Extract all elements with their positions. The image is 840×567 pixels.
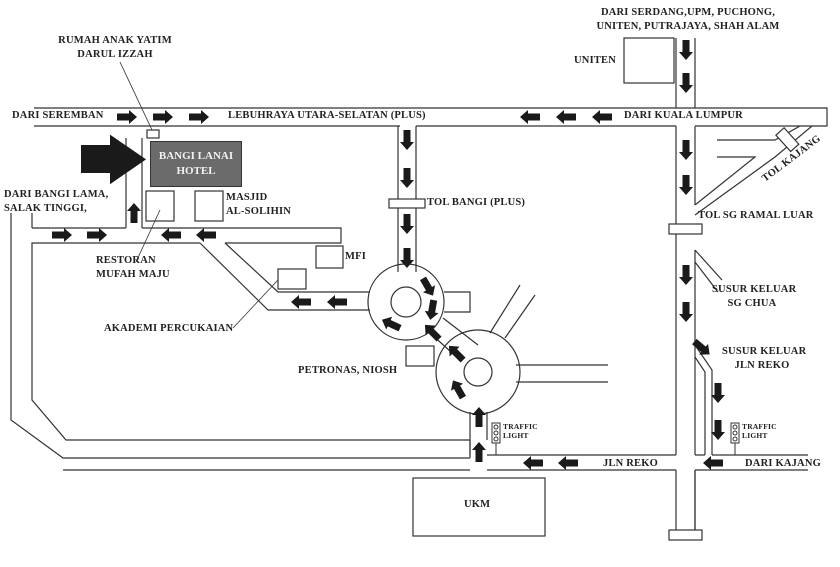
label-traffic-light-2-line2: LIGHT [742, 431, 768, 440]
buildings [145, 37, 800, 541]
arrow-up-icon [472, 407, 486, 427]
label-masjid-line2: AL-SOLIHIN [226, 206, 292, 217]
label-traffic-light-1-line1: TRAFFIC [503, 422, 538, 431]
label-traffic-light-1: TRAFFIC LIGHT [503, 422, 538, 440]
label-akademi-percukaian: AKADEMI PERCUKAIAN [104, 323, 234, 334]
label-petronas-niosh: PETRONAS, NIOSH [298, 365, 398, 376]
label-masjid: MASJID AL-SOLIHIN [226, 191, 291, 219]
label-uniten: UNITEN [574, 55, 617, 66]
arrow-right-icon [117, 110, 137, 124]
arrow-down-icon [400, 130, 414, 150]
arrow-down-icon [679, 302, 693, 322]
label-dari-bangi-lama-line1: DARI BANGI LAMA, [4, 189, 109, 200]
pointer-lines [119, 61, 279, 329]
arrow-down-icon [400, 214, 414, 234]
hotel-pointer-arrow-icon [81, 134, 146, 185]
label-rumah-anak-yatim: RUMAH ANAK YATIM DARUL IZZAH [55, 34, 175, 62]
label-susur-keluar-jln-reko: SUSUR KELUAR JLN REKO [722, 345, 807, 373]
roads [10, 38, 828, 540]
arrow-left-icon [161, 228, 181, 242]
arrow-left-icon [327, 295, 347, 309]
label-rumah-anak-yatim-line1: RUMAH ANAK YATIM [58, 35, 172, 46]
arrow-down-icon [679, 175, 693, 195]
label-susur-jln-reko-line1: SUSUR KELUAR [722, 346, 807, 357]
label-restoran-line2: MUFAH MAJU [96, 269, 170, 280]
masjid-building [194, 190, 224, 222]
label-traffic-light-1-line2: LIGHT [503, 431, 529, 440]
label-dari-kuala-lumpur: DARI KUALA LUMPUR [624, 110, 743, 121]
arrow-left-icon [523, 456, 543, 470]
arrow-right-icon [153, 110, 173, 124]
label-dari-bangi-lama-line2: SALAK TINGGI, [4, 203, 87, 214]
arrow-left-icon [556, 110, 576, 124]
arrow-down-icon [711, 420, 725, 440]
arrow-right-icon [189, 110, 209, 124]
arrow-left-icon [196, 228, 216, 242]
label-tol-sg-ramal-luar: TOL SG RAMAL LUAR [698, 210, 814, 221]
arrow-down-icon [711, 383, 725, 403]
restoran-building [145, 190, 175, 222]
arrow-down-icon [679, 73, 693, 93]
arrow-up-icon [127, 203, 141, 223]
arrow-down-icon [679, 40, 693, 60]
traffic-light-icon [491, 422, 501, 455]
label-dari-seremban: DARI SEREMBAN [12, 110, 104, 121]
label-dari-kajang: DARI KAJANG [745, 458, 821, 469]
tol-sg-ramal-booth [668, 223, 703, 235]
right-vertical-road [675, 38, 696, 108]
ukm-building [412, 477, 546, 537]
arrow-left-icon [703, 456, 723, 470]
petronas-building [405, 345, 435, 367]
label-susur-keluar-sg-chua: SUSUR KELUAR SG CHUA [712, 283, 797, 311]
arrow-left-icon [520, 110, 540, 124]
mfi-building [315, 245, 344, 269]
arrow-diag-icon [443, 340, 469, 366]
label-traffic-light-2-line1: TRAFFIC [742, 422, 777, 431]
rumah-anak-yatim-building [146, 129, 160, 139]
arrow-down-icon [679, 265, 693, 285]
label-masjid-line1: MASJID [226, 192, 268, 203]
label-dari-serdang: DARI SERDANG,UPM, PUCHONG, UNITEN, PUTRA… [588, 6, 788, 34]
hotel-name-line2: HOTEL [176, 165, 216, 177]
tol-bangi-booth [388, 198, 426, 209]
label-dari-bangi-lama: DARI BANGI LAMA, SALAK TINGGI, [4, 188, 108, 216]
arrow-right-icon [52, 228, 72, 242]
akademi-building [277, 268, 307, 290]
label-traffic-light-2: TRAFFIC LIGHT [742, 422, 777, 440]
arrow-up-icon [472, 442, 486, 462]
arrow-left-icon [558, 456, 578, 470]
uniten-building [623, 37, 675, 84]
arrow-diag-icon [423, 298, 441, 322]
arrow-right-icon [87, 228, 107, 242]
label-rumah-anak-yatim-line2: DARUL IZZAH [77, 49, 153, 60]
arrow-left-icon [592, 110, 612, 124]
traffic-light-icon [730, 422, 740, 455]
label-susur-sg-chua-line1: SUSUR KELUAR [712, 284, 797, 295]
highway-top-edge [34, 107, 828, 127]
tol-kajang-booth [775, 126, 800, 153]
hotel-name-line1: BANGI LANAI [158, 150, 234, 162]
bangi-lanai-hotel-destination: BANGI LANAI HOTEL [150, 141, 242, 187]
label-susur-jln-reko-line2: JLN REKO [734, 360, 790, 371]
label-dari-serdang-line2: UNITEN, PUTRAJAYA, SHAH ALAM [596, 21, 780, 32]
arrow-diag-icon [419, 319, 445, 345]
label-lebuhraya: LEBUHRAYA UTARA-SELATAN (PLUS) [228, 110, 426, 121]
arrow-diag-icon [446, 376, 470, 402]
label-dari-serdang-line1: DARI SERDANG,UPM, PUCHONG, [600, 7, 776, 18]
label-restoran-line1: RESTORAN [96, 255, 156, 266]
label-mfi: MFI [345, 251, 367, 262]
bottom-tol-booth [668, 529, 703, 541]
label-tol-bangi: TOL BANGI (PLUS) [427, 197, 526, 208]
arrow-down-icon [679, 140, 693, 160]
label-jln-reko: JLN REKO [603, 458, 658, 469]
arrow-left-icon [291, 295, 311, 309]
arrow-down-icon [400, 168, 414, 188]
label-restoran: RESTORAN MUFAH MAJU [96, 254, 170, 282]
label-susur-sg-chua-line2: SG CHUA [727, 298, 777, 309]
label-ukm: UKM [464, 499, 491, 510]
